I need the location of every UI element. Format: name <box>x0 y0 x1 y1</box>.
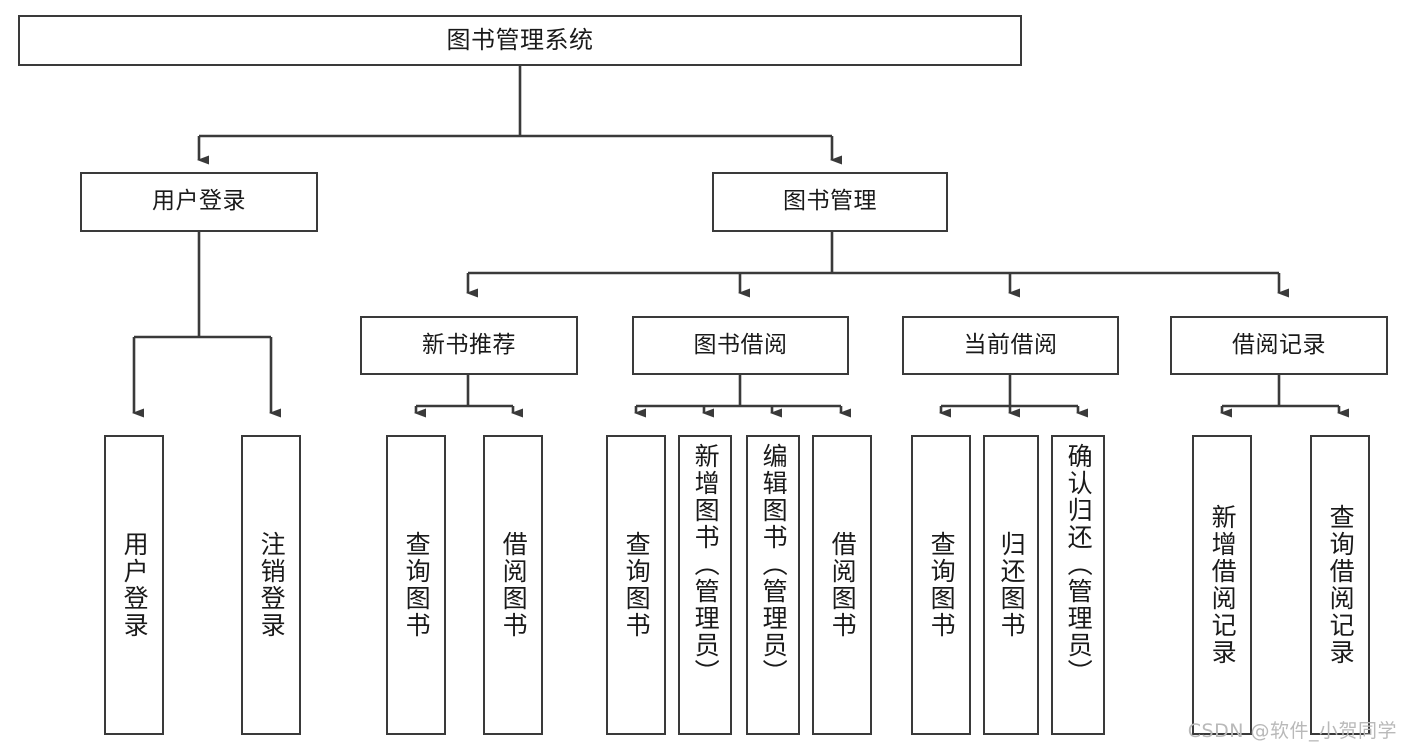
leaf-book-borrow-query[interactable]: 查询图书 <box>606 435 666 735</box>
node-book-borrow[interactable]: 图书借阅 <box>632 316 849 375</box>
leaf-label: 归还图书 <box>997 531 1027 639</box>
leaf-label: 新增图书（管理员） <box>691 443 721 686</box>
leaf-label: 查询借阅记录 <box>1326 504 1356 666</box>
leaf-user-login-logout[interactable]: 注销登录 <box>241 435 301 735</box>
leaf-label: 确认归还（管理员） <box>1064 443 1094 686</box>
node-book-management-label: 图书管理 <box>783 188 877 215</box>
node-current-borrow[interactable]: 当前借阅 <box>902 316 1119 375</box>
node-borrow-record-label: 借阅记录 <box>1232 331 1326 358</box>
node-book-borrow-label: 图书借阅 <box>693 331 788 358</box>
leaf-label: 新增借阅记录 <box>1208 504 1238 666</box>
node-current-borrow-label: 当前借阅 <box>963 331 1058 358</box>
leaf-new-book-query[interactable]: 查询图书 <box>386 435 446 735</box>
leaf-label: 查询图书 <box>402 531 432 639</box>
node-new-book-recommend[interactable]: 新书推荐 <box>360 316 578 375</box>
node-new-book-recommend-label: 新书推荐 <box>422 331 516 358</box>
leaf-label: 借阅图书 <box>828 531 858 639</box>
leaf-label: 编辑图书（管理员） <box>759 443 789 686</box>
node-user-login[interactable]: 用户登录 <box>80 172 318 232</box>
node-root-label: 图书管理系统 <box>446 26 594 55</box>
leaf-label: 借阅图书 <box>499 531 529 639</box>
leaf-borrow-record-add[interactable]: 新增借阅记录 <box>1192 435 1252 735</box>
node-root[interactable]: 图书管理系统 <box>18 15 1022 66</box>
leaf-label: 注销登录 <box>257 531 287 639</box>
leaf-label: 用户登录 <box>120 531 150 639</box>
leaf-borrow-record-query[interactable]: 查询借阅记录 <box>1310 435 1370 735</box>
leaf-book-borrow-edit[interactable]: 编辑图书（管理员） <box>746 435 800 735</box>
leaf-user-login-login[interactable]: 用户登录 <box>104 435 164 735</box>
leaf-label: 查询图书 <box>622 531 652 639</box>
leaf-label: 查询图书 <box>927 531 957 639</box>
node-borrow-record[interactable]: 借阅记录 <box>1170 316 1388 375</box>
node-user-login-label: 用户登录 <box>152 188 246 215</box>
leaf-book-borrow-add[interactable]: 新增图书（管理员） <box>678 435 732 735</box>
leaf-current-borrow-confirm-return[interactable]: 确认归还（管理员） <box>1051 435 1105 735</box>
leaf-current-borrow-return[interactable]: 归还图书 <box>983 435 1039 735</box>
leaf-current-borrow-query[interactable]: 查询图书 <box>911 435 971 735</box>
leaf-new-book-borrow[interactable]: 借阅图书 <box>483 435 543 735</box>
node-book-management[interactable]: 图书管理 <box>712 172 948 232</box>
watermark: CSDN @软件_小贺同学 <box>1187 720 1397 742</box>
leaf-book-borrow-borrow[interactable]: 借阅图书 <box>812 435 872 735</box>
